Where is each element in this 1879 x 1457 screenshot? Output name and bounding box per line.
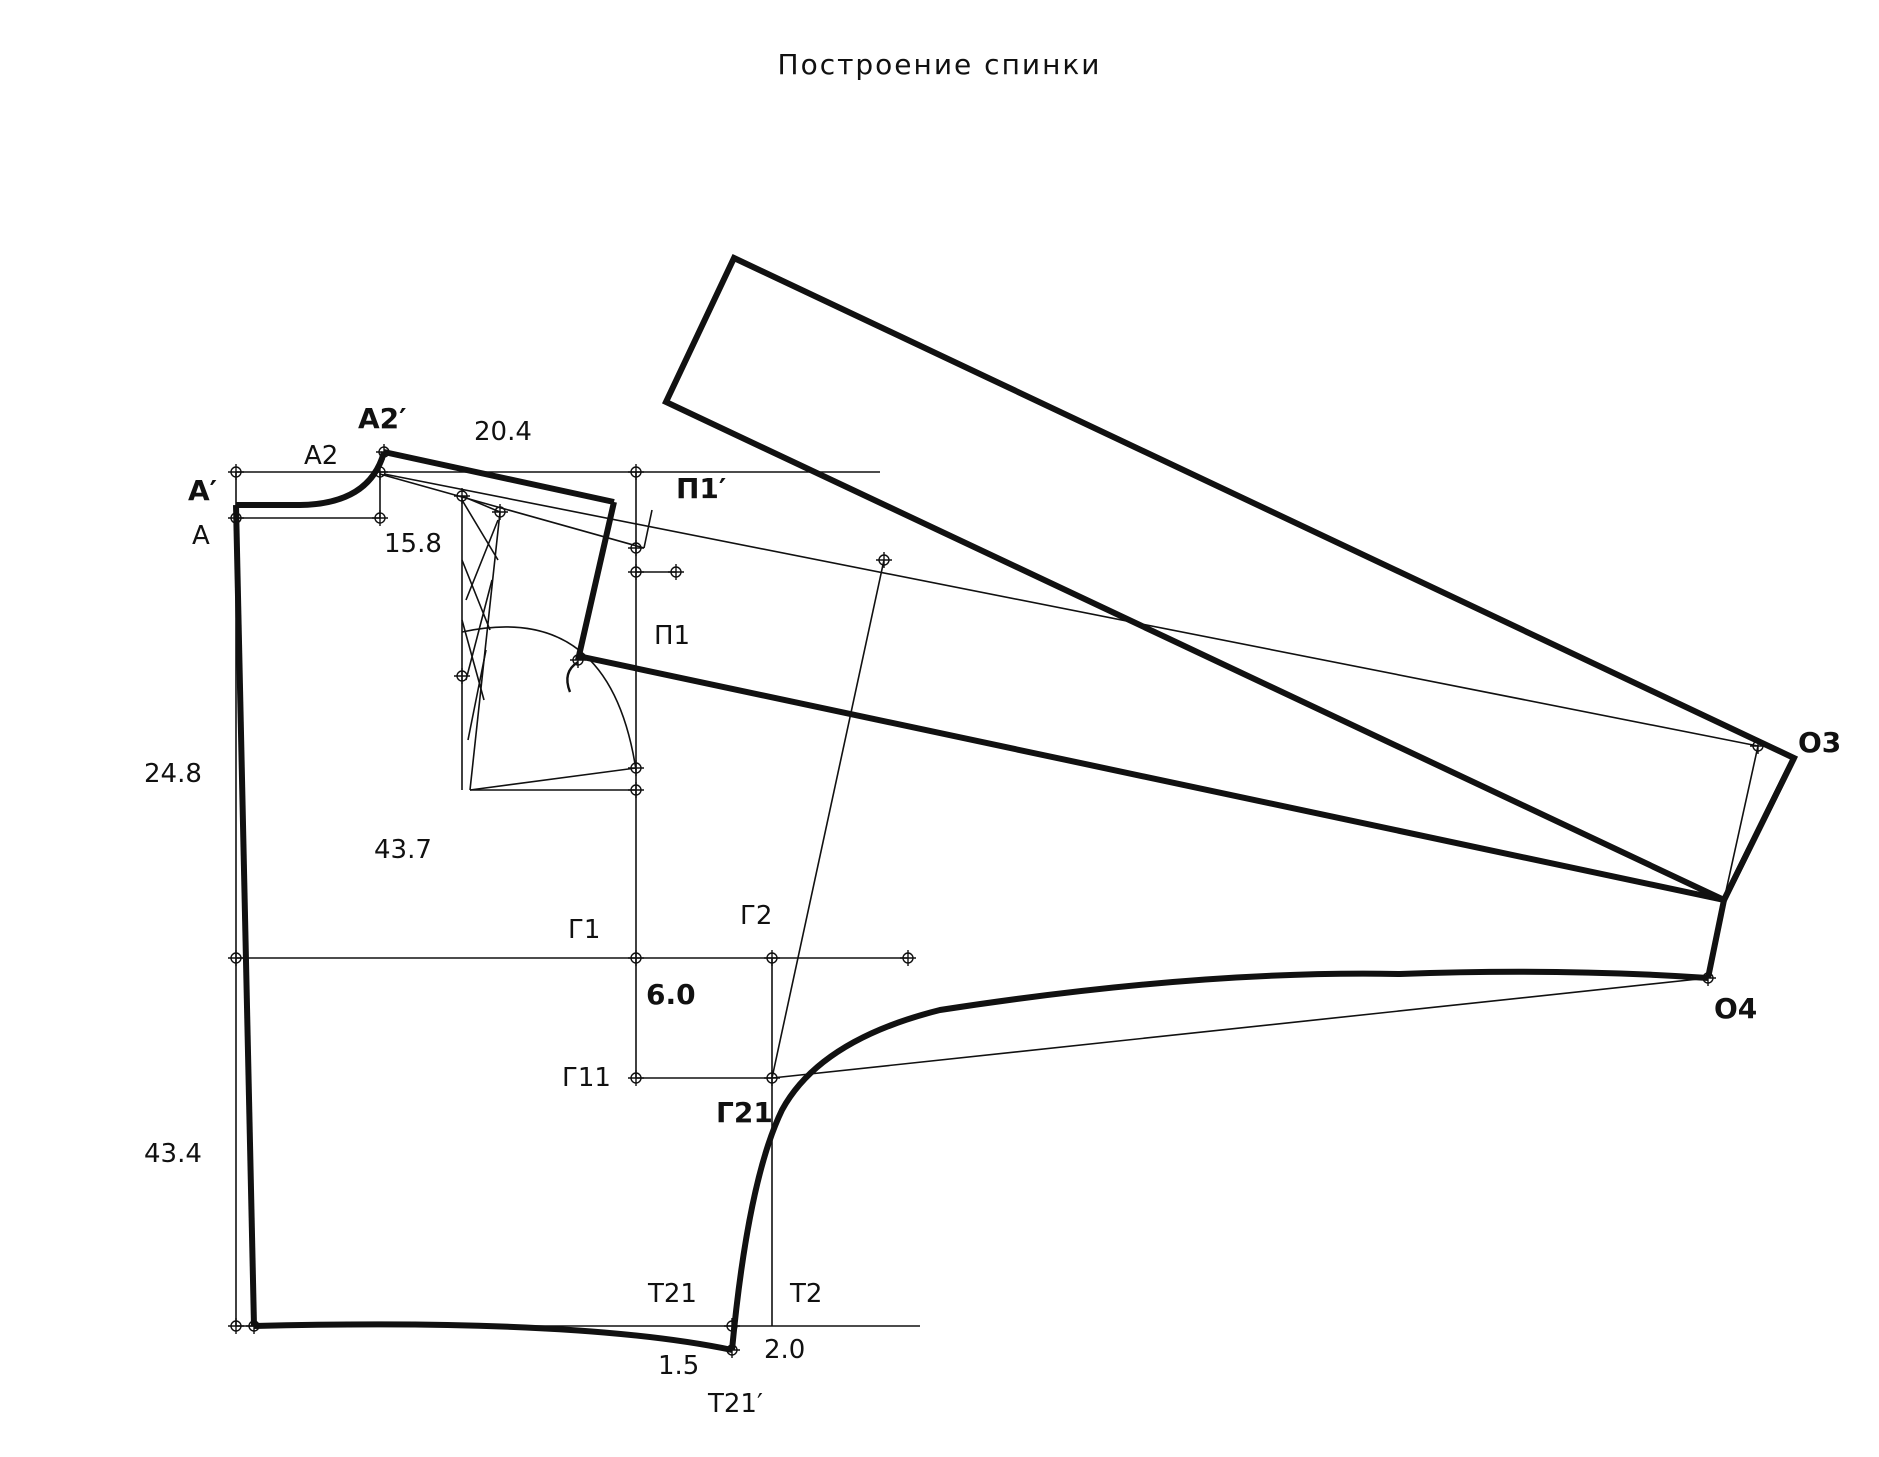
label-a2: A2 (304, 441, 338, 471)
construction-point-cross (228, 510, 244, 526)
construction-point-cross (764, 950, 780, 966)
dim-2-0: 2.0 (764, 1335, 805, 1365)
construction-lines (235, 471, 1759, 1327)
dim-43-4: 43.4 (144, 1139, 202, 1169)
label-p1: П1 (654, 621, 690, 651)
label-o3: О3 (1798, 726, 1841, 759)
construction-point-cross (1750, 738, 1766, 754)
construction-point-cross (628, 782, 644, 798)
construction-point-cross (376, 444, 392, 460)
point-labels: A2′ A2 A′ A П1′ П1 Г1 Г2 Г11 Г21 Т21 Т2 … (188, 402, 1841, 1419)
label-t21-prime: Т21′ (707, 1389, 763, 1419)
construction-point-cross (228, 464, 244, 480)
construction-point-cross (724, 1318, 740, 1334)
construction-point-cross (454, 488, 470, 504)
diagram-title: Построение спинки (777, 48, 1102, 81)
label-a-prime: A′ (188, 474, 217, 507)
construction-point-cross (246, 1318, 262, 1334)
construction-point-cross (628, 1070, 644, 1086)
point-markers (228, 444, 1766, 1358)
construction-point-cross (372, 510, 388, 526)
label-g1: Г1 (568, 915, 600, 945)
construction-point-cross (228, 1318, 244, 1334)
label-t2: Т2 (789, 1279, 822, 1309)
construction-point-cross (1700, 970, 1716, 986)
dim-43-7: 43.7 (374, 835, 432, 865)
label-a2-prime: A2′ (358, 402, 407, 435)
label-g11: Г11 (562, 1063, 611, 1093)
dimension-labels: 20.4 15.8 24.8 43.7 6.0 43.4 1.5 2.0 (144, 417, 805, 1381)
construction-point-cross (454, 668, 470, 684)
construction-point-cross (724, 1342, 740, 1358)
construction-point-cross (764, 1070, 780, 1086)
label-a: A (192, 521, 210, 551)
construction-point-cross (628, 564, 644, 580)
label-t21: Т21 (647, 1279, 697, 1309)
construction-point-cross (628, 760, 644, 776)
construction-point-cross (628, 950, 644, 966)
pattern-outline (233, 254, 1799, 1353)
construction-point-cross (228, 950, 244, 966)
label-g2: Г2 (740, 901, 772, 931)
dim-15-8: 15.8 (384, 529, 442, 559)
label-g21: Г21 (716, 1096, 773, 1129)
dim-1-5: 1.5 (658, 1351, 699, 1381)
construction-point-cross (492, 504, 508, 520)
construction-point-cross (668, 564, 684, 580)
dim-20-4: 20.4 (474, 417, 532, 447)
label-p1-prime: П1′ (676, 472, 726, 505)
construction-point-cross (570, 652, 586, 668)
construction-point-cross (628, 540, 644, 556)
dim-6-0: 6.0 (646, 978, 696, 1011)
construction-point-cross (876, 552, 892, 568)
label-o4: О4 (1714, 992, 1757, 1025)
construction-point-cross (628, 464, 644, 480)
construction-point-cross (372, 464, 388, 480)
dim-24-8: 24.8 (144, 759, 202, 789)
construction-point-cross (900, 950, 916, 966)
